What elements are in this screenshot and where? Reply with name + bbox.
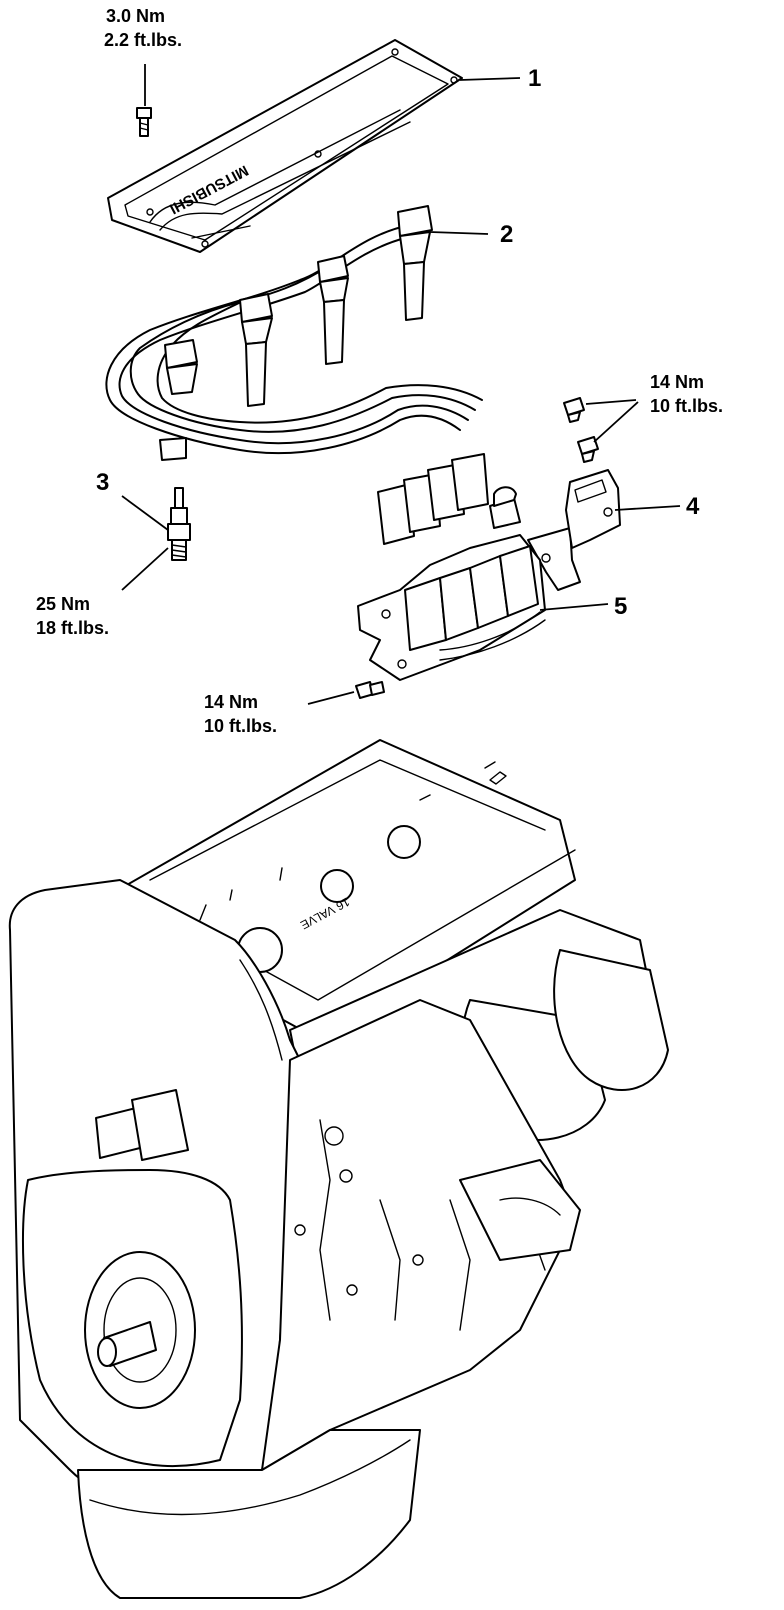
ignition-coil [357, 486, 609, 681]
spark-plug-torque-ftlb: 18 ft.lbs. [36, 618, 110, 638]
plug-boot-3 [239, 293, 273, 407]
coil-bolt [307, 681, 385, 705]
coil-bolt-torque-nm: 14 Nm [204, 692, 259, 712]
callout-3: 3 [96, 469, 110, 496]
spark-plug-cover: MITSUBISHI [107, 39, 463, 253]
engine-assembly: 16 VALVE [8, 739, 669, 1599]
callout-4: 4 [686, 493, 700, 520]
cover-bolt [136, 64, 152, 137]
cover-bolt-torque-ftlb: 2.2 ft.lbs. [104, 30, 183, 50]
bracket-bolts-torque-nm: 14 Nm [650, 372, 705, 392]
wire-connectors [377, 453, 489, 545]
bracket-bolts [563, 397, 639, 463]
spark-plug [121, 487, 191, 591]
cover-bolt-torque-nm: 3.0 Nm [106, 6, 166, 26]
plug-boot-2 [317, 255, 349, 365]
spark-plug-torque-nm: 25 Nm [36, 594, 91, 614]
plug-boot-1 [397, 205, 433, 321]
bracket-bolts-torque-ftlb: 10 ft.lbs. [650, 396, 724, 416]
coil-bolt-torque-ftlb: 10 ft.lbs. [204, 716, 278, 736]
plug-boot-4 [159, 339, 198, 461]
coil-bracket [527, 469, 681, 591]
callout-1: 1 [528, 65, 542, 92]
callout-2: 2 [500, 221, 514, 248]
callout-5: 5 [614, 593, 628, 620]
ignition-wire-set [105, 205, 489, 545]
